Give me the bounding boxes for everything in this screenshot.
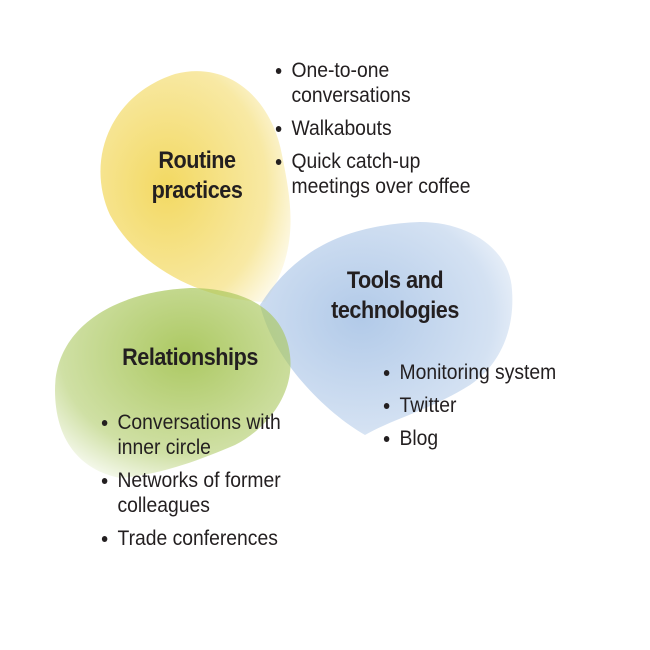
bullet-icon [101,536,108,542]
list-item: Walkabouts [274,116,470,141]
list-item-text: One-to-one [291,59,390,82]
bullet-icon [101,420,108,426]
bullet-icon [101,478,108,484]
list-item-text: Walkabouts [291,117,392,140]
list-item-text: Trade conferences [117,527,278,550]
list-item: Twitter [382,393,556,418]
tools-technologies-blob [260,222,513,435]
bullet-icon [275,159,282,165]
bullet-icon [275,68,282,74]
list-item-text: Monitoring system [399,361,557,384]
tools-technologies-title-line-2: technologies [331,297,459,324]
relationships-list: Conversations with inner circle Networks… [100,410,281,559]
bullet-icon [383,370,390,376]
list-item: Trade conferences [100,526,281,551]
bullet-icon [383,403,390,409]
list-item-text: Quick catch-up [291,150,421,173]
list-item-text: colleagues [117,494,210,517]
list-item-text: Blog [399,427,439,450]
list-item: Blog [382,426,556,451]
bullet-icon [275,126,282,132]
tools-technologies-list: Monitoring system Twitter Blog [382,360,556,459]
tools-technologies-title: Tools and technologies [310,266,481,326]
routine-practices-title-line-2: practices [151,177,243,204]
relationships-blob [55,288,291,478]
list-item: One-to-one conversations [274,58,470,108]
relationships-title-line-1: Relationships [122,344,258,371]
tools-technologies-title-line-1: Tools and [346,267,444,294]
list-item: Quick catch-up meetings over coffee [274,149,470,199]
routine-practices-blob [100,71,291,302]
list-item-text: Conversations with [117,411,281,434]
list-item-text: inner circle [117,436,211,459]
list-item-text: meetings over coffee [291,175,471,198]
list-item-text: Networks of former [117,469,281,492]
list-item: Networks of former colleagues [100,468,281,518]
routine-practices-title-line-1: Routine [158,147,236,174]
list-item-text: conversations [291,84,411,107]
routine-practices-list: One-to-one conversations Walkabouts Quic… [274,58,470,207]
list-item: Monitoring system [382,360,556,385]
relationships-title: Relationships [109,343,271,373]
bullet-icon [383,436,390,442]
list-item-text: Twitter [399,394,457,417]
routine-practices-title: Routine practices [139,146,256,206]
list-item: Conversations with inner circle [100,410,281,460]
